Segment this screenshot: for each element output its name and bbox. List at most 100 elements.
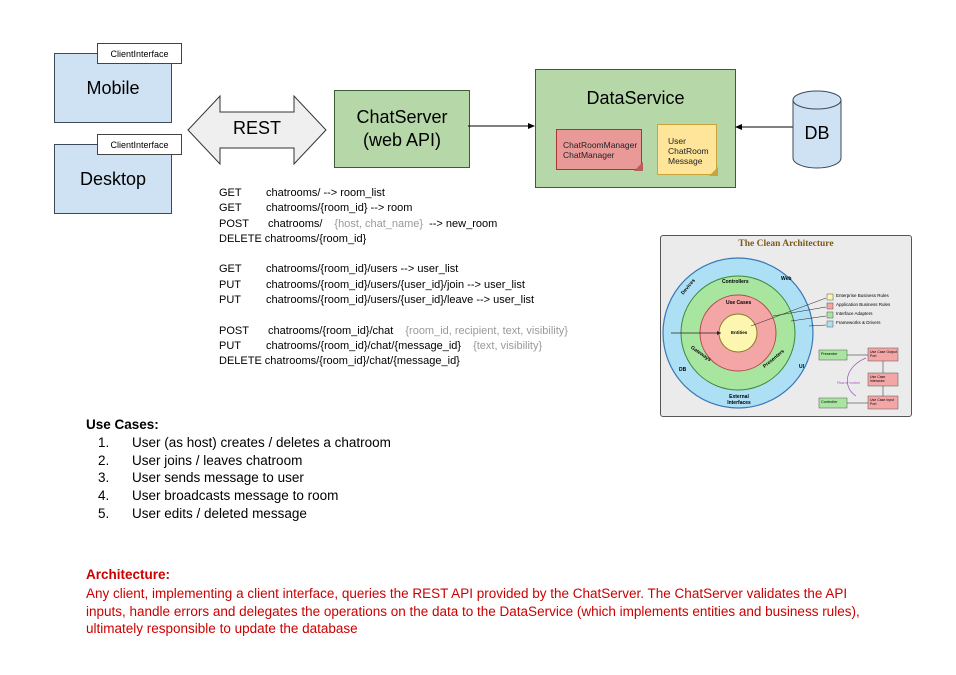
api-endpoint-row: PUT chatrooms/{room_id}/users/{user_id}/l… <box>219 293 568 308</box>
desktop-client-interface-tag: ClientInterface <box>97 134 182 155</box>
red-note-fold <box>634 162 643 171</box>
http-method: PUT <box>219 278 241 291</box>
endpoint-path: chatrooms/{room_id} --> room <box>266 202 413 215</box>
mobile-client-box: Mobile <box>54 53 172 123</box>
endpoint-path: chatrooms/{room_id} <box>264 232 367 245</box>
clean-architecture-image: The Clean Architecture Controllers Use C… <box>660 235 912 417</box>
rest-label: REST <box>232 118 281 138</box>
api-endpoint-row: GET chatrooms/ --> room_list <box>219 186 568 201</box>
use-case-item: 1. User (as host) creates / deletes a cha… <box>86 434 391 452</box>
endpoint-path: chatrooms/{room_id}/users/{user_id}/join… <box>266 278 525 291</box>
endpoint-params: {text, visibility} <box>473 339 543 352</box>
http-method: PUT <box>219 294 241 307</box>
endpoint-path: chatrooms/{room_id}/chat <box>268 324 394 337</box>
user-entity-label: User <box>668 136 686 146</box>
use-case-text: User (as host) creates / deletes a chatr… <box>132 435 391 450</box>
chatroom-entity-label: ChatRoom <box>668 146 709 156</box>
endpoint-path: chatrooms/{room_id}/chat/{message_id} <box>264 355 460 368</box>
use-case-number: 3. <box>98 470 110 486</box>
db-label: DB <box>804 123 830 143</box>
ring-label-db: DB <box>679 367 687 373</box>
use-case-text: User edits / deleted message <box>132 505 307 521</box>
api-endpoint-row: PUT chatrooms/{room_id}/chat/{message_id}… <box>219 339 568 354</box>
legend-frameworks: Frameworks & Drivers <box>836 320 881 325</box>
rest-double-arrow <box>187 94 327 166</box>
http-method: GET <box>219 202 242 215</box>
endpoint-path: chatrooms/ <box>268 217 323 230</box>
http-method: GET <box>219 263 242 276</box>
database-cylinder <box>792 90 842 169</box>
endpoint-path: chatrooms/{room_id}/users --> user_list <box>266 263 459 276</box>
ring-label-ui: UI <box>799 364 804 370</box>
yellow-note-fold <box>709 167 718 176</box>
ring-label-use-cases: Use Cases <box>726 300 752 306</box>
endpoint-path: chatrooms/ --> room_list <box>266 187 385 199</box>
ring-label-entities: Entities <box>731 330 748 335</box>
mobile-client-interface-tag: ClientInterface <box>97 43 182 64</box>
http-method: DELETE <box>219 232 262 245</box>
use-case-text: User joins / leaves chatroom <box>132 452 303 468</box>
use-case-text: User broadcasts message to room <box>132 488 339 504</box>
legend-adapters: Interface Adapters <box>836 311 873 316</box>
desktop-label: Desktop <box>79 168 147 189</box>
flow-output-port: Use Case Output Port <box>870 350 897 358</box>
architecture-description: Any client, implementing a client interf… <box>86 586 860 636</box>
http-method: POST <box>219 217 249 230</box>
use-case-number: 1. <box>98 435 110 450</box>
http-method: DELETE <box>219 355 262 368</box>
chatroommanager-label: ChatRoomManager <box>563 140 638 150</box>
ring-label-external-interfaces: External Interfaces <box>727 394 751 406</box>
chatmanager-label: ChatManager <box>563 150 615 160</box>
legend-application: Application Business Rules <box>836 302 891 307</box>
use-case-number: 5. <box>98 505 110 521</box>
use-case-item: 2. User joins / leaves chatroom <box>86 452 391 470</box>
chatserver-title: ChatServer <box>356 107 448 127</box>
api-endpoint-row: POST chatrooms/ {host, chat_name} --> new_r… <box>219 217 568 232</box>
flow-of-control-label: Flow of control <box>837 381 860 385</box>
clean-architecture-title: The Clean Architecture <box>738 239 834 249</box>
api-endpoint-row: PUT chatrooms/{room_id}/users/{user_id}/j… <box>219 278 568 293</box>
endpoint-params: {host, chat_name} <box>334 217 424 230</box>
http-method: POST <box>219 324 249 337</box>
http-method: PUT <box>219 339 241 352</box>
flow-presenter: Presenter <box>821 352 838 356</box>
dataservice-title: DataService <box>586 88 685 108</box>
api-endpoint-row: GET chatrooms/{room_id}/users --> user_li… <box>219 262 568 277</box>
architecture-title: Architecture: <box>86 567 171 582</box>
mobile-label: Mobile <box>86 77 140 98</box>
flow-input-port: Use Case Input Port <box>870 398 895 406</box>
endpoint-path: chatrooms/{room_id}/chat/{message_id} <box>266 339 462 352</box>
manager-classes-note: ChatRoomManager ChatManager <box>556 129 642 170</box>
chatserver-box: ChatServer (web API) <box>334 90 470 168</box>
legend-enterprise: Enterprise Business Rules <box>836 293 889 298</box>
use-case-item: 5. User edits / deleted message <box>86 505 391 523</box>
flow-controller: Controller <box>821 400 838 404</box>
api-endpoint-row: POST chatrooms/{room_id}/chat {room_id, re… <box>219 324 568 339</box>
use-case-text: User sends message to user <box>132 470 304 486</box>
http-method: GET <box>219 187 242 199</box>
use-case-item: 4. User broadcasts message to room <box>86 487 391 505</box>
use-cases-title: Use Cases: <box>86 417 159 432</box>
endpoint-params: {room_id, recipient, text, visibility} <box>405 324 568 337</box>
use-case-number: 4. <box>98 488 110 504</box>
message-entity-label: Message <box>668 156 703 166</box>
desktop-client-box: Desktop <box>54 144 172 214</box>
endpoint-path: chatrooms/{room_id}/users/{user_id}/leav… <box>266 294 535 307</box>
use-case-number: 2. <box>98 452 110 468</box>
use-case-item: 3. User sends message to user <box>86 469 391 487</box>
entity-classes-note: User ChatRoom Message <box>657 124 717 175</box>
chatserver-to-dataservice-arrow <box>468 123 535 129</box>
api-endpoint-row: GET chatrooms/{room_id} --> room <box>219 201 568 216</box>
chatserver-subtitle: (web API) <box>362 130 442 150</box>
use-cases-list: 1. User (as host) creates / deletes a cha… <box>86 434 391 523</box>
clean-architecture-diagram <box>662 257 899 410</box>
ring-label-web: Web <box>781 276 792 282</box>
flow-interactor: Use Case Interactor <box>870 375 886 383</box>
ring-label-controllers: Controllers <box>722 279 749 285</box>
db-to-dataservice-arrow <box>735 124 794 130</box>
mobile-tag-label: ClientInterface <box>110 48 169 59</box>
endpoint-return: --> new_room <box>429 217 498 230</box>
